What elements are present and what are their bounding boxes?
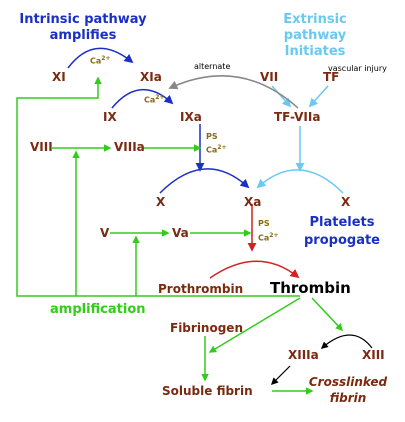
factor-va: Va bbox=[172, 226, 189, 240]
ca-cofactor-xa: Ca2+ bbox=[258, 232, 279, 243]
amplification-loop bbox=[16, 76, 300, 297]
factor-x-left: X bbox=[156, 195, 166, 209]
arrow-thrombin-to-fibrin bbox=[208, 297, 301, 353]
factor-xi: XI bbox=[52, 70, 66, 84]
arrow-x-to-xa-extrinsic bbox=[256, 169, 344, 194]
factor-xiii: XIII bbox=[362, 348, 385, 362]
prothrombin-label: Prothrombin bbox=[158, 282, 244, 296]
soluble-fibrin-label: Soluble fibrin bbox=[162, 384, 253, 398]
ca-cofactor-ixa: Ca2+ bbox=[144, 94, 165, 105]
factor-xia: XIa bbox=[140, 70, 162, 84]
amplification-label: amplification bbox=[50, 302, 146, 317]
factor-v: V bbox=[100, 226, 110, 240]
alternate-label: alternate bbox=[194, 62, 231, 71]
vascular-injury-label: vascular injury bbox=[328, 64, 387, 73]
arrow-alternate bbox=[168, 75, 299, 109]
arrow-x-to-xa-intrinsic bbox=[159, 168, 250, 194]
factor-ix: IX bbox=[103, 110, 117, 124]
factor-xa: Xa bbox=[244, 195, 262, 209]
ca-cofactor-ixa-right: Ca2+ bbox=[206, 144, 227, 155]
arrow-vii-to-tf-viia bbox=[271, 85, 292, 108]
arrow-thrombin-to-xiiia bbox=[311, 297, 344, 332]
crosslinked-fibrin-label: Crosslinked fibrin bbox=[308, 375, 388, 405]
factor-tf: TF bbox=[323, 70, 340, 84]
thrombin-label: Thrombin bbox=[270, 279, 351, 297]
arrow-ix-to-ixa bbox=[111, 88, 174, 109]
factor-viiia: VIIIa bbox=[114, 140, 145, 154]
fibrinogen-label: Fibrinogen bbox=[170, 321, 243, 335]
factor-vii: VII bbox=[260, 70, 279, 84]
arrow-xiiia-to-crosslink bbox=[270, 365, 291, 386]
arrow-xi-to-xia bbox=[67, 47, 134, 69]
factor-x-right: X bbox=[341, 195, 351, 209]
arrow-prothrombin-to-thrombin bbox=[209, 260, 300, 279]
arrow-xiii-to-xiiia bbox=[320, 334, 373, 349]
ps-cofactor-xa: PS bbox=[258, 219, 270, 228]
arrow-tf-to-tf-viia bbox=[308, 85, 329, 108]
factor-tf-viia: TF-VIIa bbox=[274, 110, 321, 124]
factor-viii: VIII bbox=[30, 140, 53, 154]
ps-cofactor-ixa: PS bbox=[206, 132, 218, 141]
factor-xiiia: XIIIa bbox=[288, 348, 319, 362]
ca-cofactor-xia: Ca2+ bbox=[90, 55, 111, 66]
intrinsic-pathway-heading: Intrinsic pathway amplifies bbox=[19, 12, 147, 43]
platelets-heading: Platelets propogate bbox=[304, 215, 380, 248]
factor-ixa: IXa bbox=[180, 110, 202, 124]
extrinsic-pathway-heading: Extrinsic pathway Initiates bbox=[283, 12, 347, 59]
